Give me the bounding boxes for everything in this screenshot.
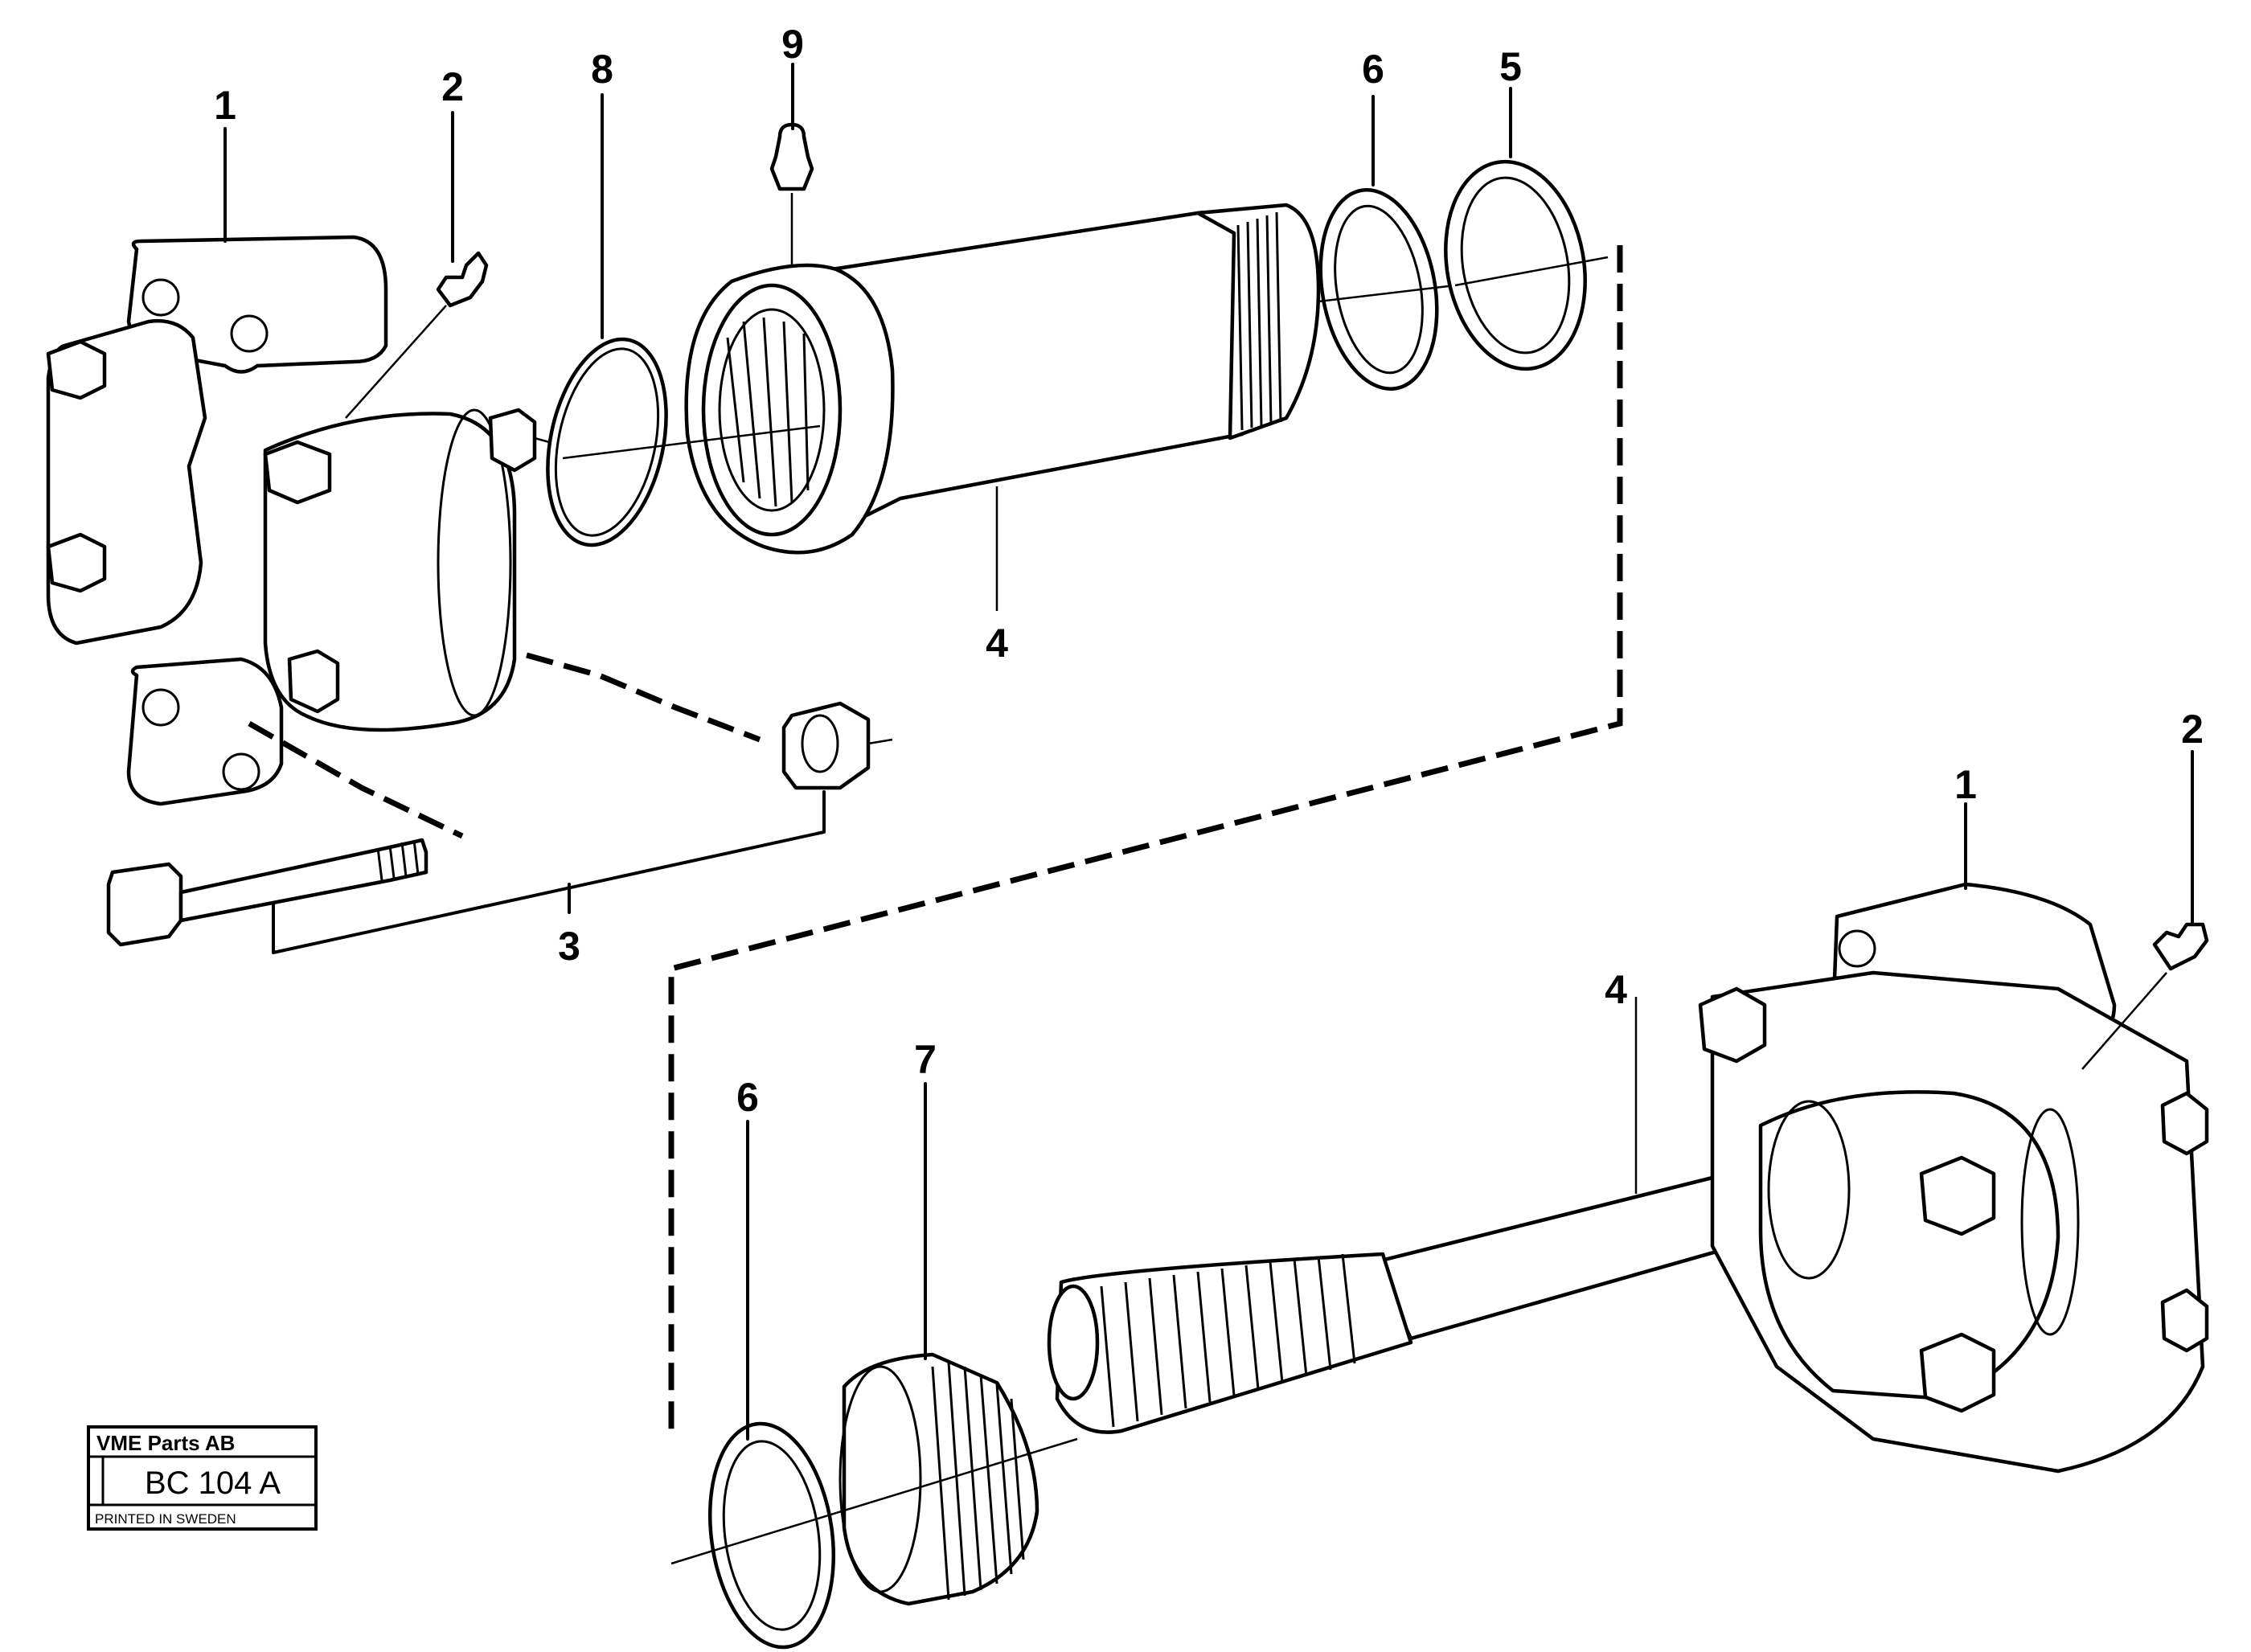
grease-nipple-top [345, 251, 489, 419]
callout-labels: 1 2 8 9 6 5 4 3 1 2 4 7 6 [214, 22, 2204, 1120]
callout-4-bottom: 4 [1605, 967, 1627, 1012]
grease-nipple-bottom [2081, 922, 2209, 1070]
title-stamp: VME Parts AB BC 104 A PRINTED IN SWEDEN [87, 1425, 318, 1531]
callout-6-top: 6 [1362, 47, 1384, 92]
callout-8-top: 8 [591, 47, 613, 92]
o-ring-8 [546, 337, 668, 547]
centerline-bottom [670, 1437, 1078, 1565]
callout-9-top: 9 [781, 22, 804, 67]
callout-2-top: 2 [441, 64, 464, 109]
grease-nipple-9 [769, 122, 814, 265]
ring-5 [1444, 159, 1609, 371]
threaded-nut-7 [838, 1352, 1039, 1606]
callout-5-top: 5 [1499, 44, 1522, 89]
callout-6-bottom: 6 [736, 1075, 759, 1120]
universal-joint-top [46, 235, 580, 806]
callout-3-top: 3 [558, 924, 580, 969]
callout-1-bottom: 1 [1954, 762, 1977, 807]
snap-ring-6-top [1318, 188, 1456, 391]
bolt-and-nut-3 [106, 701, 893, 947]
callout-7-bottom: 7 [914, 1037, 937, 1082]
stamp-printed: PRINTED IN SWEDEN [95, 1511, 236, 1527]
alignment-lines-top [248, 652, 826, 954]
splined-sleeve-top [562, 203, 1321, 611]
stamp-code: BC 104 A [145, 1465, 281, 1501]
splined-shaft-bottom [1047, 997, 1795, 1434]
snap-ring-6-bottom [707, 1421, 836, 1650]
callout-2-bottom: 2 [2181, 707, 2204, 752]
callout-4-top: 4 [986, 621, 1008, 666]
universal-joint-bottom [1698, 882, 2209, 1474]
dashed-connector [668, 245, 1623, 1439]
stamp-company: VME Parts AB [96, 1431, 235, 1455]
callout-1-top: 1 [214, 83, 236, 128]
callout-leaders [223, 63, 2194, 1441]
